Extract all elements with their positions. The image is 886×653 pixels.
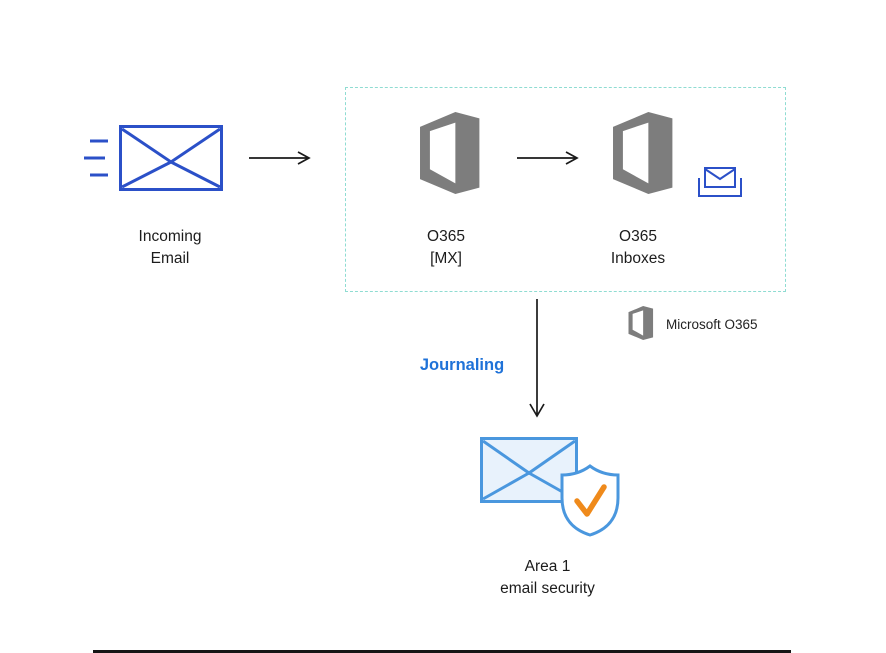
o365-mx-label-line1: O365 [427,228,465,245]
o365-inboxes-label-line1: O365 [619,228,657,245]
arrow-right-icon [249,151,311,165]
area1-label-line2: email security [500,580,595,597]
arrow-down-icon [529,299,545,418]
o365-boundary-box [345,87,786,292]
o365-inboxes-label-line2: Inboxes [610,250,666,267]
incoming-email-label-line2: Email [150,250,190,267]
area1-label: Area 1 email security [470,556,625,600]
arrow-right-icon [517,151,579,165]
o365-inboxes-label: O365 Inboxes [578,226,698,270]
journaling-label: Journaling [419,356,505,374]
incoming-email-label: Incoming Email [108,226,232,270]
office-logo-icon [420,112,480,194]
motion-lines-icon [84,139,108,177]
envelope-in-tray-icon [698,167,742,197]
o365-mx-label: O365 [MX] [390,226,502,270]
incoming-email-label-line1: Incoming [138,228,202,245]
legend-label: Microsoft O365 [666,317,758,332]
office-logo-icon [613,112,673,194]
incoming-email-icon [119,125,223,191]
shield-check-icon [560,464,620,537]
bottom-edge-line [93,650,791,653]
o365-mx-label-line2: [MX] [430,250,462,267]
office-logo-icon [628,306,654,340]
area1-label-line1: Area 1 [524,558,571,575]
